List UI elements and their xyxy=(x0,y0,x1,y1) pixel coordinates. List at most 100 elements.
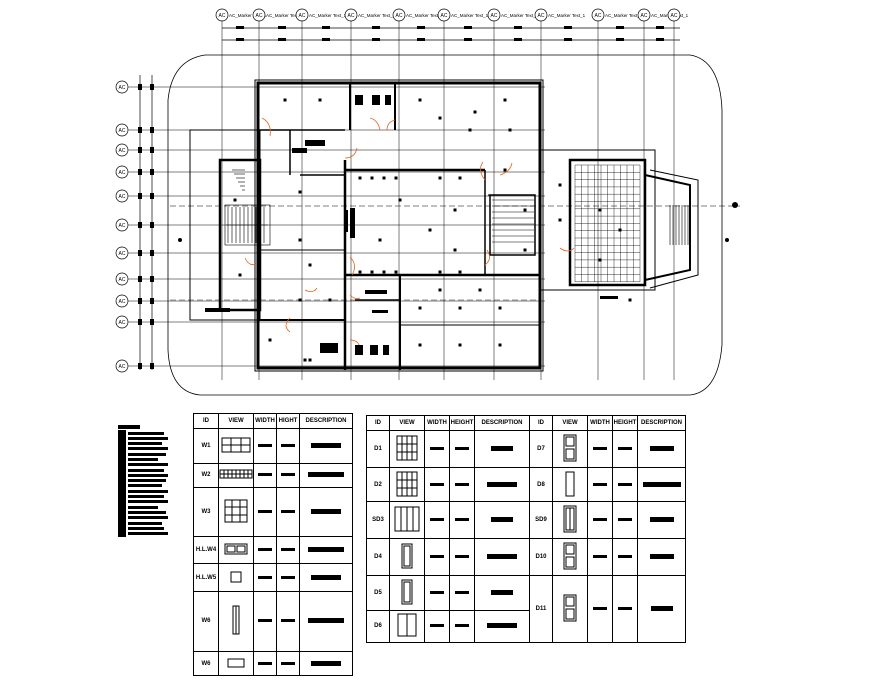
view-cell xyxy=(389,538,425,577)
window-schedule-header: ID VIEW WIDTH HIGHT DESCRIPTION xyxy=(193,413,353,429)
window-description xyxy=(299,563,353,592)
door-height-bar xyxy=(618,446,632,450)
door-width xyxy=(424,575,450,611)
door-id: D7 xyxy=(529,430,553,468)
door-width xyxy=(587,538,613,577)
light-fixture xyxy=(458,176,462,180)
legend-header-bar xyxy=(118,425,140,429)
window-small-icon xyxy=(227,658,245,668)
light-fixture xyxy=(458,343,462,347)
door-description xyxy=(637,466,686,503)
light-fixture xyxy=(398,198,402,202)
door-height-bar xyxy=(455,482,469,486)
grid-marker-symbol: AC xyxy=(595,13,602,19)
col-width-2: WIDTH xyxy=(587,415,613,431)
light-fixture xyxy=(370,270,374,274)
window-description xyxy=(299,428,353,464)
svg-text:AC: AC xyxy=(119,148,126,154)
view-cell xyxy=(218,590,254,653)
door-width-bar xyxy=(593,607,607,611)
col-id-2: ID xyxy=(529,415,553,431)
legend-text-bar xyxy=(128,495,164,499)
window-row: W2 xyxy=(193,462,353,488)
window-description-bar xyxy=(311,508,341,514)
horizontal-grid-lines xyxy=(128,86,545,367)
light-fixture xyxy=(318,98,322,102)
window-id: H.L.W4 xyxy=(193,535,219,565)
door-description-bar xyxy=(491,445,513,451)
grid-marker-label: AC_Marker Text_1 xyxy=(451,13,489,18)
legend-block xyxy=(118,425,168,547)
svg-text:AC: AC xyxy=(119,251,126,257)
door-height xyxy=(449,501,475,540)
door-slim-icon xyxy=(565,471,575,497)
light-fixture xyxy=(628,298,632,302)
light-fixture xyxy=(394,270,398,274)
door-width-bar xyxy=(430,446,444,450)
door-height-bar xyxy=(618,518,632,522)
door-id: D1 xyxy=(366,430,390,468)
light-fixture xyxy=(394,176,398,180)
door-double-icon xyxy=(397,613,417,637)
col-id: ID xyxy=(193,413,219,429)
site-boundary xyxy=(167,54,723,396)
light-fixture xyxy=(458,270,462,274)
window-width xyxy=(253,428,277,464)
dimension-mark xyxy=(278,38,286,41)
legend-text-bar xyxy=(128,431,164,435)
door-height xyxy=(612,575,638,643)
light-fixture xyxy=(370,176,374,180)
col-description: DESCRIPTION xyxy=(474,415,530,431)
grid-marker-symbol: AC xyxy=(671,13,678,19)
door-width-bar xyxy=(430,624,444,628)
view-cell xyxy=(389,609,425,644)
stair-entry xyxy=(232,169,689,245)
legend-text-bar xyxy=(128,510,166,514)
legend-text-bar xyxy=(128,442,162,446)
door-schedule-header: ID VIEW WIDTH HEIGHT DESCRIPTION ID VIEW… xyxy=(366,415,686,431)
door-description xyxy=(474,609,530,644)
door-description-bar xyxy=(642,481,681,487)
light-fixture xyxy=(308,358,312,362)
door-width xyxy=(424,466,450,503)
window-description xyxy=(299,486,353,537)
window-description-bar xyxy=(311,442,341,448)
window-row: W6 xyxy=(193,651,353,676)
window-height xyxy=(276,563,300,592)
door-panel-icon xyxy=(563,542,577,570)
door-grid-icon xyxy=(396,435,418,461)
light-fixture xyxy=(498,343,502,347)
light-fixture xyxy=(618,228,622,232)
col-view-2: VIEW xyxy=(552,415,588,431)
door-height-bar xyxy=(618,482,632,486)
light-fixture xyxy=(453,248,457,252)
light-fixture xyxy=(238,273,242,277)
window-description-bar xyxy=(311,574,341,580)
light-fixture xyxy=(438,176,442,180)
grid-marker-label: AC_Marker Text_1 xyxy=(548,13,586,18)
door-description xyxy=(474,466,530,503)
light-fixture xyxy=(298,190,302,194)
door-description xyxy=(474,430,530,468)
legend-text-bar xyxy=(127,447,168,451)
grid-marker-top: AC xyxy=(667,8,681,22)
ceiling-grid xyxy=(574,164,641,282)
svg-text:AC: AC xyxy=(119,85,126,91)
light-fixture xyxy=(328,298,332,302)
light-fixture xyxy=(418,343,422,347)
light-fixture xyxy=(298,238,302,242)
door-grid-icon xyxy=(396,471,418,497)
door-schedule-table: ID VIEW WIDTH HEIGHT DESCRIPTION ID VIEW… xyxy=(366,415,686,644)
view-cell xyxy=(218,563,254,592)
door-height xyxy=(449,466,475,503)
light-fixture xyxy=(473,110,477,114)
legend-text-bar xyxy=(128,479,166,483)
window-width-bar xyxy=(258,619,272,623)
window-height xyxy=(276,590,300,653)
